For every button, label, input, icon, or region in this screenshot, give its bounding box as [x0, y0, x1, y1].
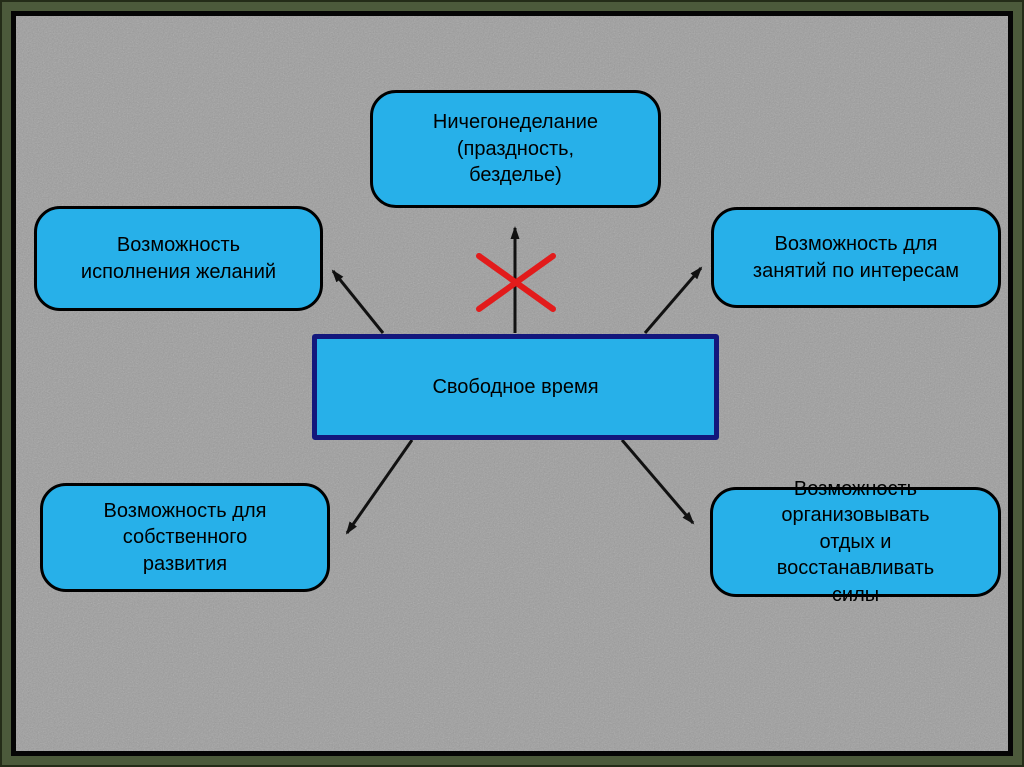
node-interests: Возможность для занятий по интересам	[711, 207, 1001, 308]
node-development-label: Возможность для собственного развития	[103, 499, 267, 575]
node-rest-label: Возможность организовывать отдых и восст…	[776, 478, 935, 606]
node-wishes-label: Возможность исполнения желаний	[80, 234, 277, 283]
node-idleness-label: Ничегонеделание (праздность, безделье)	[432, 111, 599, 187]
node-wishes: Возможность исполнения желаний	[34, 206, 323, 311]
node-interests-label: Возможность для занятий по интересам	[752, 233, 960, 282]
slide-canvas: Ничегонеделание (праздность, безделье) В…	[11, 11, 1013, 756]
node-rest: Возможность организовывать отдых и восст…	[710, 478, 1001, 606]
node-free-time-label: Свободное время	[432, 375, 599, 398]
node-idleness: Ничегонеделание (праздность, безделье)	[370, 90, 661, 208]
node-development: Возможность для собственного развития	[40, 483, 330, 592]
node-free-time: Свободное время	[312, 334, 719, 440]
